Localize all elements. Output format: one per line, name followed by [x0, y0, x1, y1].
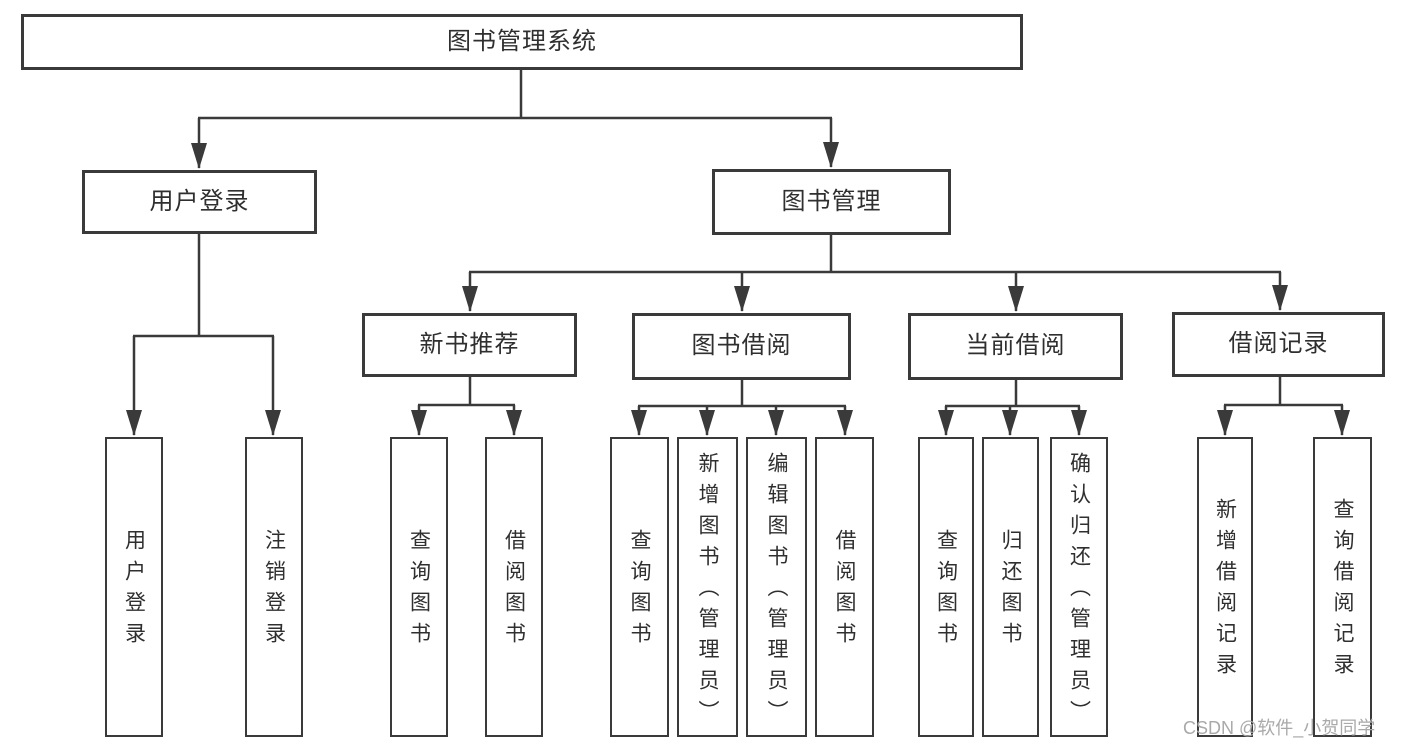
node-new-book-recommend-label: 新书推荐	[419, 330, 520, 358]
leaf-cb-query-books-label: 查询图书	[934, 529, 958, 653]
leaf-nbr-query-books-label: 查询图书	[407, 529, 431, 653]
leaf-bb-borrow-books-label: 借阅图书	[833, 529, 856, 653]
node-user-login-label: 用户登录	[149, 187, 250, 215]
node-root-system-label: 图书管理系统	[447, 27, 597, 55]
connector-current-borrow-to-leaves	[938, 379, 1087, 436]
node-root-system: 图书管理系统	[21, 14, 1023, 70]
node-borrow-records: 借阅记录	[1172, 312, 1385, 377]
node-user-login: 用户登录	[82, 170, 317, 234]
leaf-bb-edit-books: 编辑图书（管理员）	[746, 437, 807, 737]
connector-user-login-to-leaves	[126, 233, 281, 436]
node-current-borrow-label: 当前借阅	[965, 332, 1066, 360]
leaf-cb-return-books: 归还图书	[982, 437, 1039, 737]
leaf-logout: 注销登录	[245, 437, 303, 737]
node-book-management-label: 图书管理	[781, 187, 882, 215]
node-current-borrow: 当前借阅	[908, 313, 1123, 380]
leaf-br-query-record-label: 查询借阅记录	[1331, 498, 1354, 684]
csdn-watermark: CSDN @软件_小贺同学	[1183, 718, 1376, 738]
leaf-bb-query-books: 查询图书	[610, 437, 669, 737]
leaf-br-add-record: 新增借阅记录	[1197, 437, 1253, 737]
leaf-cb-confirm-return-label: 确认归还（管理员）	[1067, 451, 1091, 731]
leaf-bb-add-books: 新增图书（管理员）	[677, 437, 738, 737]
connector-borrow-records-to-leaves	[1217, 376, 1350, 436]
leaf-bb-borrow-books: 借阅图书	[815, 437, 874, 737]
leaf-nbr-query-books: 查询图书	[390, 437, 448, 737]
leaf-cb-confirm-return: 确认归还（管理员）	[1050, 437, 1108, 737]
node-new-book-recommend: 新书推荐	[362, 313, 577, 377]
leaf-nbr-borrow-books: 借阅图书	[485, 437, 543, 737]
connector-new-book-rec-to-leaves	[411, 376, 522, 436]
node-borrow-records-label: 借阅记录	[1228, 330, 1329, 358]
connector-book-mgmt-to-level3	[462, 234, 1288, 312]
connector-book-borrow-to-leaves	[631, 379, 853, 436]
leaf-nbr-borrow-books-label: 借阅图书	[502, 529, 526, 653]
leaf-br-query-record: 查询借阅记录	[1313, 437, 1372, 737]
leaf-user-login: 用户登录	[105, 437, 163, 737]
leaf-cb-query-books: 查询图书	[918, 437, 974, 737]
leaf-bb-query-books-label: 查询图书	[628, 529, 651, 653]
leaf-cb-return-books-label: 归还图书	[999, 529, 1022, 653]
node-book-management: 图书管理	[712, 169, 951, 235]
connector-root-to-level2	[191, 69, 839, 169]
leaf-bb-add-books-label: 新增图书（管理员）	[696, 451, 719, 731]
node-book-borrow: 图书借阅	[632, 313, 851, 380]
leaf-user-login-label: 用户登录	[122, 529, 146, 653]
leaf-logout-label: 注销登录	[262, 529, 286, 653]
leaf-bb-edit-books-label: 编辑图书（管理员）	[765, 451, 788, 731]
node-book-borrow-label: 图书借阅	[691, 332, 792, 360]
leaf-br-add-record-label: 新增借阅记录	[1213, 498, 1237, 684]
